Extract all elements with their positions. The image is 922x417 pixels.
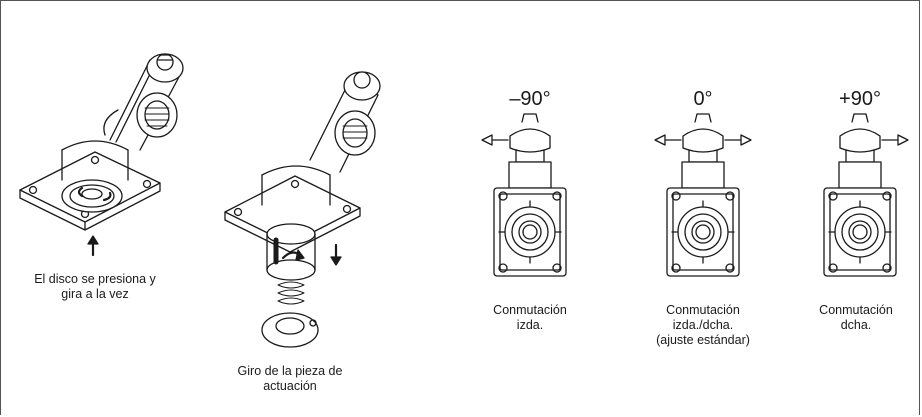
angle-label-0: 0°	[693, 88, 713, 110]
switch-center-view	[654, 113, 752, 277]
caption-press-rotate: El disco se presiona y gira a la vez	[34, 272, 156, 301]
lever-switch-press-illustration	[19, 53, 184, 257]
caption-switch-both: Conmutación izda./dcha. (ajuste estándar…	[656, 303, 750, 347]
switch-right-view	[823, 113, 909, 277]
actuation-part-rotation-illustration	[224, 71, 381, 348]
switch-left-view	[481, 113, 567, 277]
caption-switch-right: Conmutación dcha.	[819, 303, 893, 332]
angle-label-plus-90: +90°	[839, 88, 881, 110]
caption-rotation-part: Giro de la pieza de actuación	[237, 364, 343, 393]
angle-label-minus-90: –90°	[509, 88, 551, 110]
caption-switch-left: Conmutación izda.	[493, 303, 567, 332]
